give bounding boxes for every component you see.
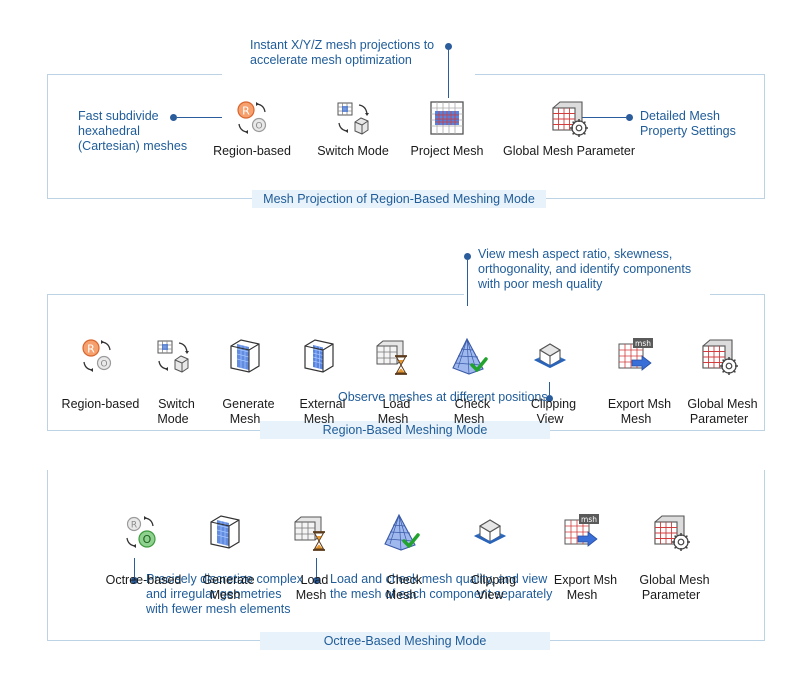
annotation-aspect: View mesh aspect ratio, skewness, orthog… xyxy=(478,247,692,291)
global-mesh-parameter-icon xyxy=(549,98,589,138)
section-frame-top xyxy=(47,74,222,75)
check-mesh-icon xyxy=(381,512,421,552)
project-mesh-icon xyxy=(427,98,467,138)
export-msh-icon xyxy=(562,512,602,552)
tool-export-msh-mesh[interactable]: Export Msh Mesh xyxy=(542,482,622,603)
tool-clipping-view[interactable]: Clipping View xyxy=(452,482,528,603)
tool-generate-mesh[interactable]: Generate Mesh xyxy=(210,306,280,427)
tool-label: Check Mesh xyxy=(385,573,423,602)
annotation-loadcheck: Load and check mesh quality, and view th… xyxy=(330,572,553,601)
tool-label: Global Mesh Parameter xyxy=(502,144,635,158)
tool-label: Region-based xyxy=(213,144,291,158)
switch-mode-icon xyxy=(333,98,373,138)
annotation-dot xyxy=(313,577,320,584)
generate-mesh-icon xyxy=(225,336,265,376)
tool-label: Project Mesh xyxy=(410,144,484,158)
section-frame-top xyxy=(475,74,764,75)
section-label-projection: Mesh Projection of Region-Based Meshing … xyxy=(252,190,546,208)
tool-switch-mode[interactable]: Switch Mode xyxy=(138,306,208,427)
annotation-dot xyxy=(464,253,471,260)
annotation-dot xyxy=(170,114,177,121)
check-mesh-icon xyxy=(449,336,489,376)
load-mesh-icon xyxy=(373,336,413,376)
tool-global-mesh-parameter[interactable]: Global Mesh Parameter xyxy=(494,98,644,159)
tool-label: Global Mesh Parameter xyxy=(639,573,710,602)
load-mesh-icon xyxy=(291,512,331,552)
annotation-discretize: Precisely discretize complex and irregul… xyxy=(146,572,303,616)
tool-label: Check Mesh xyxy=(453,397,491,426)
annotation-dot xyxy=(546,395,553,402)
section-label-octree: Octree-Based Meshing Mode xyxy=(260,632,550,650)
export-msh-icon xyxy=(616,336,656,376)
section-frame-top xyxy=(47,294,464,295)
global-mesh-parameter-icon xyxy=(699,336,739,376)
tool-switch-mode[interactable]: Switch Mode xyxy=(308,98,398,159)
tool-load-mesh[interactable]: Load Mesh xyxy=(358,306,428,427)
octree-based-icon xyxy=(120,512,160,552)
region-based-icon xyxy=(232,98,272,138)
tool-label: Generate Mesh xyxy=(222,397,275,426)
annotation-connector xyxy=(134,558,135,577)
global-mesh-parameter-icon xyxy=(651,512,691,552)
tool-label: Switch Mode xyxy=(157,397,195,426)
annotation-connector xyxy=(570,117,626,118)
tool-region-based[interactable]: Region-based xyxy=(52,306,142,412)
annotation-positions: Observe meshes at different positions xyxy=(338,390,548,404)
tool-generate-mesh[interactable]: Generate Mesh xyxy=(190,482,260,603)
annotation-connector xyxy=(316,558,317,577)
annotation-connector xyxy=(448,50,449,98)
generate-mesh-icon xyxy=(205,512,245,552)
section-frame-top xyxy=(710,294,764,295)
region-based-icon xyxy=(77,336,117,376)
tool-label: Generate Mesh xyxy=(202,573,255,602)
tool-check-mesh[interactable]: Check Mesh xyxy=(434,306,504,427)
annotation-subdivide: Fast subdivide hexahedral (Cartesian) me… xyxy=(78,109,188,153)
tool-label: Export Msh Mesh xyxy=(607,397,672,426)
tool-label: Switch Mode xyxy=(317,144,389,158)
annotation-dot xyxy=(131,577,138,584)
tool-label: Clipping View xyxy=(530,397,577,426)
tool-label: Export Msh Mesh xyxy=(553,573,618,602)
tool-load-mesh[interactable]: Load Mesh xyxy=(276,482,346,603)
clipping-view-icon xyxy=(470,512,510,552)
annotation-connector xyxy=(177,117,222,118)
tool-label: Load Mesh xyxy=(377,397,411,426)
tool-global-mesh-parameter[interactable]: Global Mesh Parameter xyxy=(676,306,762,427)
annotation-dot xyxy=(445,43,452,50)
tool-region-based[interactable]: Region-based xyxy=(202,98,302,159)
annotation-connector xyxy=(467,260,468,306)
tool-octree-based[interactable]: Octree-based xyxy=(94,482,186,588)
tool-global-mesh-parameter[interactable]: Global Mesh Parameter xyxy=(628,482,714,603)
switch-mode-icon xyxy=(153,336,193,376)
external-mesh-icon xyxy=(299,336,339,376)
tool-label: Region-based xyxy=(61,397,140,411)
tool-project-mesh[interactable]: Project Mesh xyxy=(402,98,492,159)
annotation-dot xyxy=(626,114,633,121)
tool-label: Octree-based xyxy=(105,573,182,587)
annotation-connector xyxy=(549,382,550,395)
tool-export-msh-mesh[interactable]: Export Msh Mesh xyxy=(596,306,676,427)
tool-label: External Mesh xyxy=(299,397,346,426)
annotation-property: Detailed Mesh Property Settings xyxy=(640,109,736,138)
section-label-region: Region-Based Meshing Mode xyxy=(260,421,550,439)
tool-external-mesh[interactable]: External Mesh xyxy=(284,306,354,427)
tool-clipping-view[interactable]: Clipping View xyxy=(512,306,588,427)
clipping-view-icon xyxy=(530,336,570,376)
tool-label: Clipping View xyxy=(470,573,517,602)
annotation-projection: Instant X/Y/Z mesh projections to accele… xyxy=(250,38,435,67)
tool-label: Load Mesh xyxy=(295,573,329,602)
tool-label: Global Mesh Parameter xyxy=(687,397,758,426)
tool-check-mesh[interactable]: Check Mesh xyxy=(366,482,436,603)
